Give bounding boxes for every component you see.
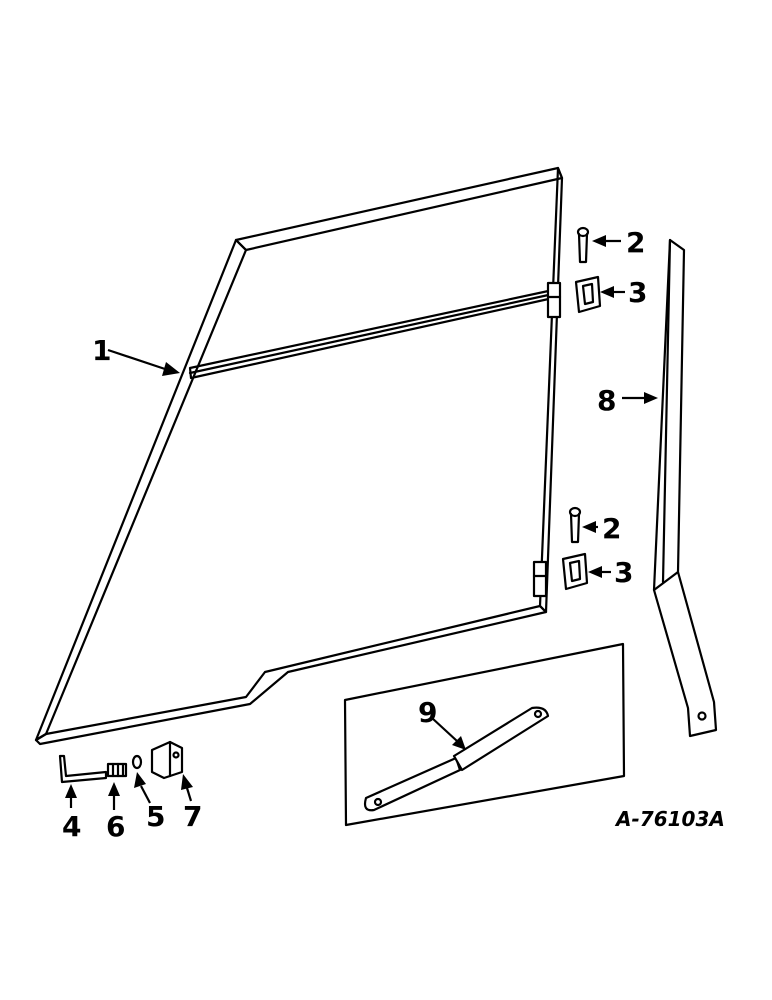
hinge-clip-upper [574,275,602,314]
leader-6 [108,782,120,810]
callout-6: 6 [106,810,125,843]
leader-7 [181,774,193,802]
drawing-number: A-76103A [614,807,725,831]
leader-3-lower [588,566,611,578]
callout-8: 8 [597,384,616,417]
callout-3-upper: 3 [628,276,647,309]
leader-5 [134,772,151,804]
leader-9 [431,717,466,750]
washer [131,754,143,770]
callout-2-upper: 2 [626,226,645,259]
leader-4 [65,784,77,808]
callout-9: 9 [418,696,437,729]
bracket [150,740,184,780]
callout-5: 5 [146,800,165,833]
leader-8 [622,392,658,404]
door-frame [34,166,564,746]
bolt-lower [568,506,582,544]
callout-1: 1 [92,334,111,367]
callout-2-lower: 2 [602,512,621,545]
strap [363,706,550,812]
leader-2-upper [592,235,621,247]
bolt-upper [576,226,590,264]
strap-panel [343,642,626,827]
callout-7: 7 [183,800,202,833]
leader-3-upper [600,286,625,298]
support-bar [652,238,718,738]
callout-3-lower: 3 [614,556,633,589]
spring [106,762,128,778]
hinge-clip-lower [561,552,589,591]
callout-4: 4 [62,810,81,843]
leader-1 [107,348,180,376]
l-pin [58,754,108,784]
leader-2-lower [582,521,598,533]
